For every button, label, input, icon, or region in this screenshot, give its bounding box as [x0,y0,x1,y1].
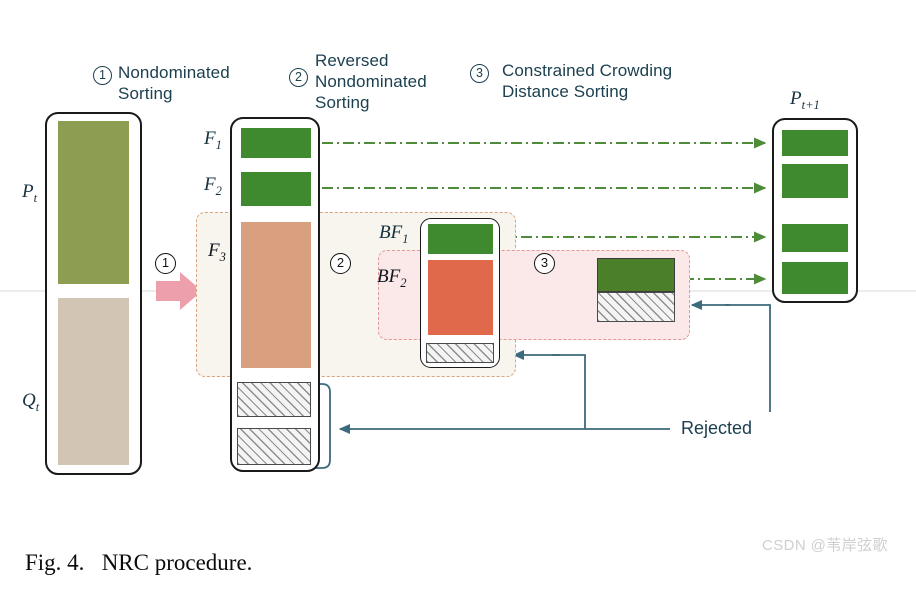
caption-prefix: Fig. 4. [25,550,85,575]
pt-block [58,121,129,284]
step-number-2-heading: 2 [289,68,308,87]
front-f1-block [241,128,311,158]
label-bf2: BF2 [377,266,406,291]
label-bf1: BF1 [379,222,408,247]
label-f2-name: F [204,174,216,195]
transfer-arrows-group [322,137,767,285]
label-pt-next: Pt+1 [790,88,820,113]
front-f3-block [241,222,311,368]
caption-text: NRC procedure. [101,550,253,575]
label-bf1-name: BF [379,222,403,243]
figure-canvas: 1 Nondominated Sorting 2 Reversed Nondom… [0,51,916,575]
label-qt-name: Q [22,390,36,411]
label-f2-sub: 2 [215,183,222,198]
backfront-bf2-block [428,260,493,335]
label-bf2-sub: 2 [400,275,407,290]
step-label-1: Nondominated Sorting [118,63,230,103]
backfront-rejected-block [426,343,494,363]
label-f3-sub: 3 [219,249,226,264]
rejected-riser-selected [725,304,771,412]
front-f2-block [241,172,311,206]
step-label-3: Constrained Crowding Distance Sorting [502,61,673,101]
front-rejected-block-1 [237,382,311,417]
next-population-block-2 [782,164,848,198]
next-population-block-1 [782,130,848,156]
label-pt-next-name: P [790,88,802,109]
selected-rejected-block [597,292,675,322]
label-f3: F3 [208,240,226,265]
label-pt: Pt [22,181,37,206]
step-number-1-heading: 1 [93,66,112,85]
label-f3-name: F [208,240,220,261]
bracket-fronts-rejected [316,383,331,469]
label-pt-name: P [22,181,34,202]
rejected-label: Rejected [681,418,753,438]
backfront-bf1-block [428,224,493,254]
step-arrow-1 [156,272,202,310]
step-arrow-number-2: 2 [330,253,351,274]
label-pt-next-sub: t+1 [801,97,820,112]
label-f1: F1 [204,128,222,153]
step-arrow-number-1: 1 [155,253,176,274]
qt-block [58,298,129,465]
label-f1-sub: 1 [215,137,222,152]
label-pt-sub: t [33,190,38,205]
csdn-watermark: CSDN @苇岸弦歌 [762,537,888,554]
next-population-block-4 [782,262,848,294]
step-label-2: Reversed Nondominated Sorting [315,51,427,112]
label-f1-name: F [204,128,216,149]
step-number-3-heading: 3 [470,64,489,83]
front-rejected-block-2 [237,428,311,465]
label-bf2-name: BF [377,266,401,287]
caption-spacer [84,550,101,575]
next-population-block-3 [782,224,848,252]
figure-caption: Fig. 4. NRC procedure. [2,524,252,602]
rejected-riser-backfronts [552,354,586,429]
step-arrow-number-3: 3 [534,253,555,274]
label-qt-sub: t [35,399,40,414]
label-bf1-sub: 1 [402,231,409,246]
selected-accepted-block [597,258,675,292]
label-qt: Qt [22,390,39,415]
label-f2: F2 [204,174,222,199]
